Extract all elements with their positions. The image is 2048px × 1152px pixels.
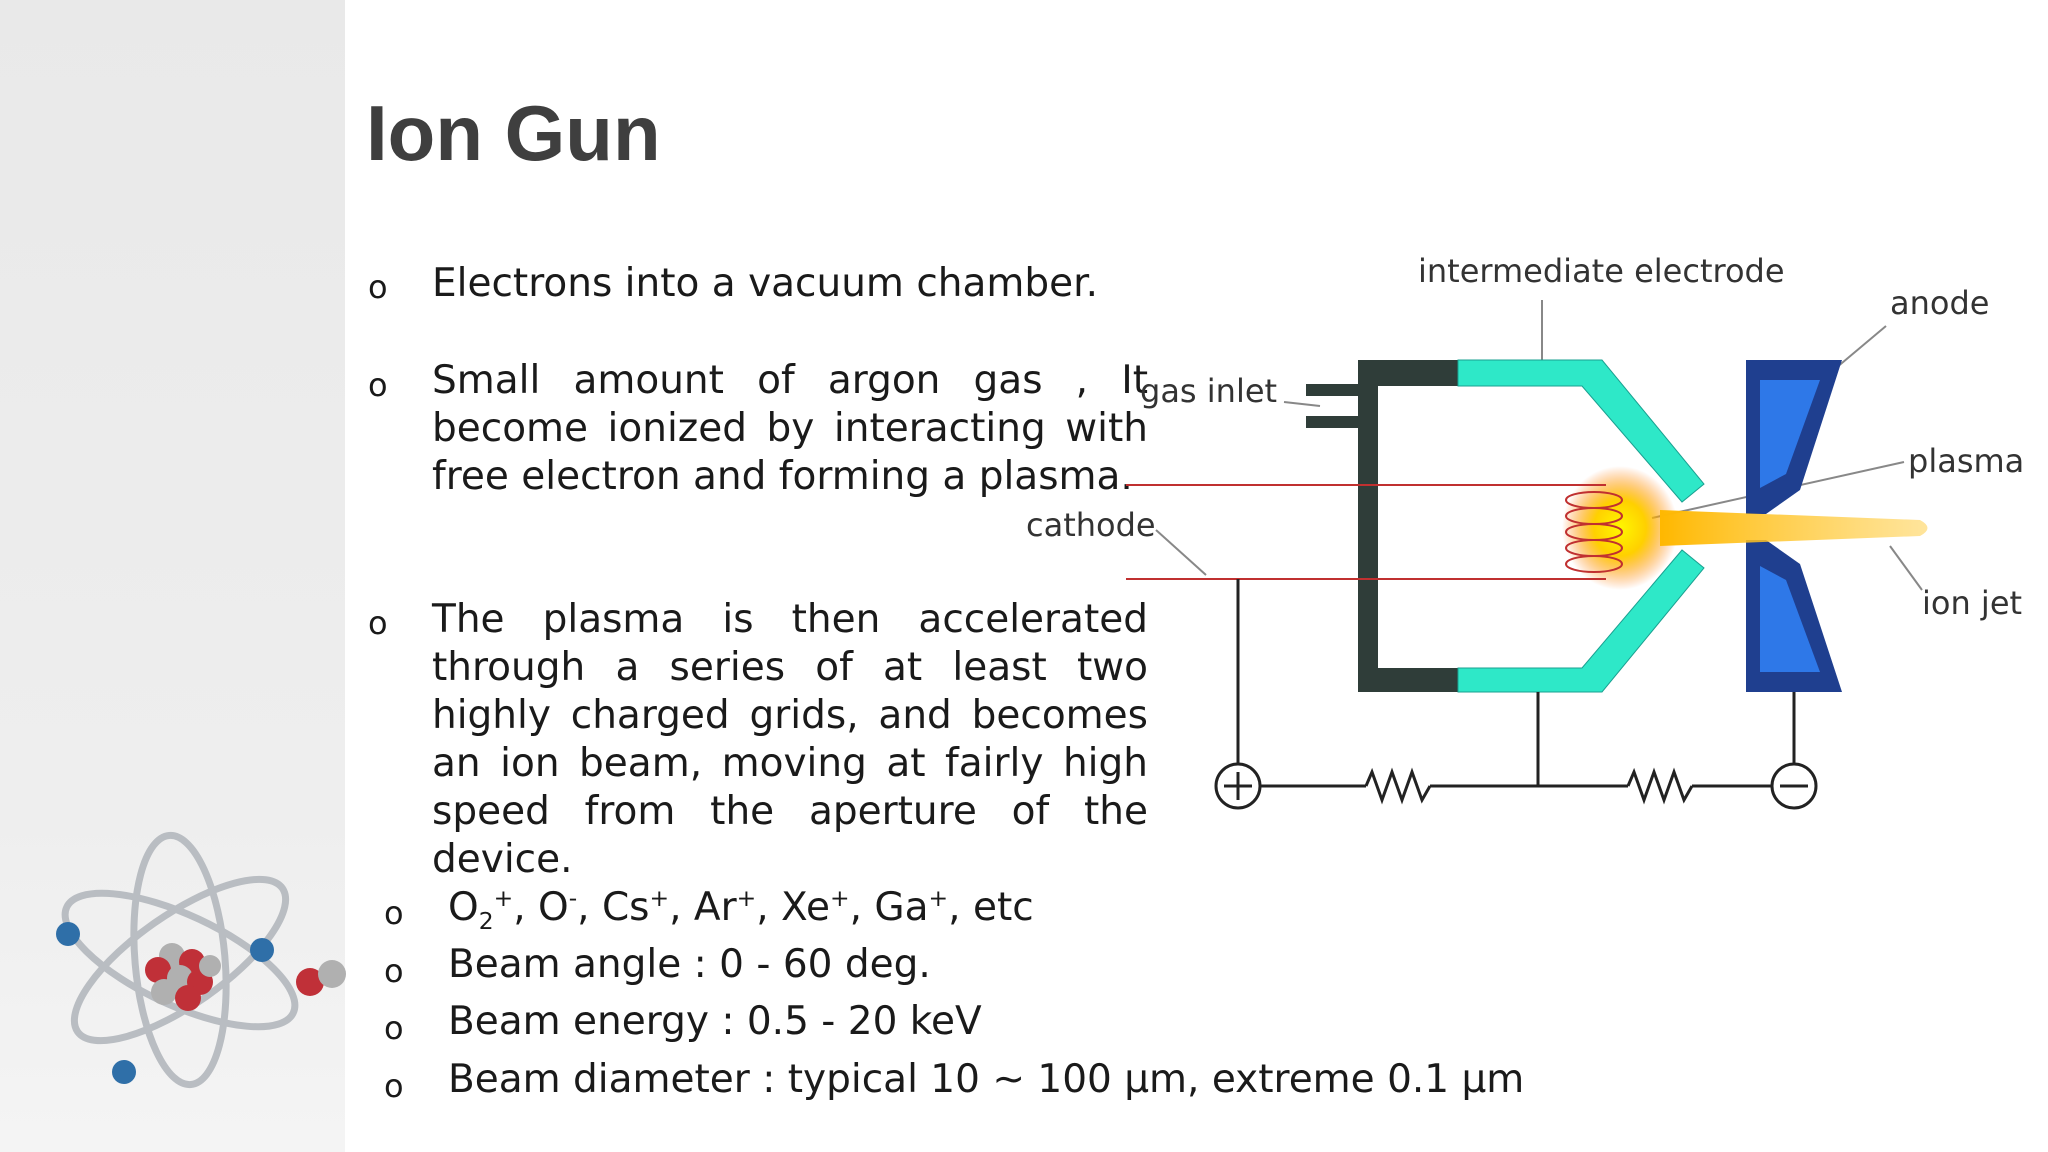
positive-terminal [1214,762,1262,810]
bullet-marker: o [368,604,388,642]
bullet-text-plasma: The plasma is then accelerated through a… [432,597,1148,882]
bullet-text-argon: Small amount of argon gas , It become io… [432,358,1148,499]
bullet-marker: o [384,1067,404,1105]
molecule-atom [318,960,346,988]
bullet-marker: o [368,366,388,404]
circuit [1236,579,1796,805]
spec-beam-angle: Beam angle : 0 - 60 deg. [448,942,931,987]
leader-cathode [1155,529,1207,576]
anode-top-inner [1760,380,1820,488]
gas-inlet-bottom [1306,416,1360,428]
atom-nucleus [145,943,221,1011]
bullet-marker: o [384,894,404,932]
label-plasma: plasma [1908,442,2024,480]
electron [56,922,80,946]
leader-gas-inlet [1283,401,1321,407]
bullet-marker: o [384,952,404,990]
label-ion-jet: ion jet [1922,584,2022,622]
ion-gun-diagram: intermediate electrode anode gas inlet p… [1026,252,2024,810]
gas-inlet-top [1306,384,1360,396]
leader-ion-jet [1889,545,1923,591]
spec-beam-energy: Beam energy : 0.5 - 20 keV [448,999,982,1044]
label-cathode: cathode [1026,506,1156,544]
molecule-atom [296,968,324,996]
spec-beam-diameter: Beam diameter : typical 10 ~ 100 μm, ext… [448,1057,1525,1102]
leader-anode [1835,325,1887,369]
cathode-housing [1358,360,1458,692]
negative-terminal [1770,762,1818,810]
slide-title: Ion Gun [366,89,661,177]
bullet-text-electrons: Electrons into a vacuum chamber. [432,261,1098,306]
spec-ions: O2+, O-, Cs+, Ar+, Xe+, Ga+, etc [448,884,1034,935]
electron [250,938,274,962]
intermediate-electrode-top [1457,359,1705,503]
label-anode: anode [1890,284,1989,322]
label-gas-inlet: gas inlet [1140,372,1277,410]
label-intermediate-electrode: intermediate electrode [1418,252,1785,290]
ion-jet [1660,510,1928,546]
bullet-marker: o [368,268,388,306]
intermediate-electrode-bottom [1457,549,1705,693]
electron [112,1060,136,1084]
filament-coil [1565,491,1623,573]
anode-bottom-inner [1760,566,1820,672]
bullet-marker: o [384,1009,404,1047]
atom-illustration [56,831,346,1089]
